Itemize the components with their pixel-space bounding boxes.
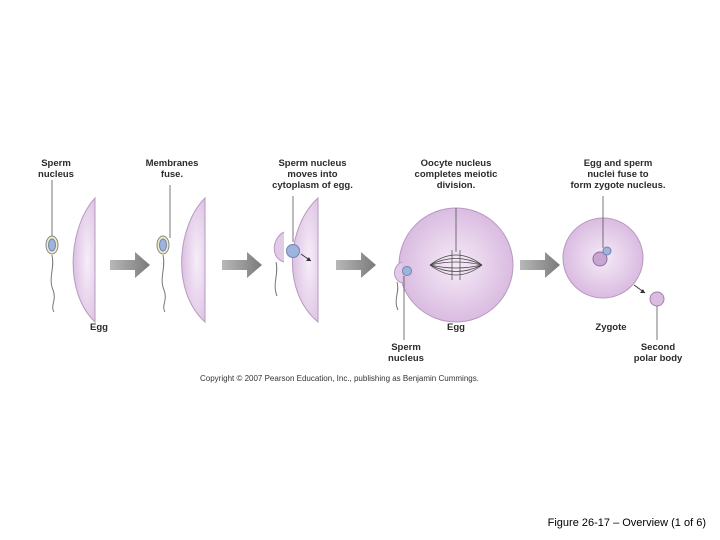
sperm-tail-4 — [395, 281, 399, 311]
arrow-4 — [520, 252, 560, 278]
zygote-nucleus-1 — [592, 251, 608, 267]
step2-panel — [156, 185, 206, 324]
step3-panel — [273, 196, 319, 324]
arrow-3 — [336, 252, 376, 278]
sperm-bulge-4 — [394, 261, 403, 284]
movement-arrowhead-3 — [306, 257, 311, 261]
step4-panel — [394, 207, 514, 340]
label-sperm-nucleus-1: Sperm nucleus — [38, 158, 74, 180]
sperm-nucleus-2 — [159, 238, 167, 252]
transition-arrows — [110, 252, 560, 278]
label-second-polar-body: Second polar body — [633, 342, 683, 364]
copyright-notice: Copyright © 2007 Pearson Education, Inc.… — [200, 374, 479, 383]
label-egg-4: Egg — [447, 322, 465, 333]
step1-panel — [45, 180, 96, 324]
polar-body-arrowhead — [640, 289, 645, 293]
second-polar-body — [649, 291, 665, 307]
arrow-2 — [222, 252, 262, 278]
label-egg-1: Egg — [90, 322, 108, 333]
step5-panel — [562, 196, 665, 340]
label-oocyte-completes: Oocyte nucleus completes meiotic divisio… — [414, 158, 498, 191]
label-membranes-fuse: Membranes fuse. — [145, 158, 199, 180]
label-zygote: Zygote — [595, 322, 627, 333]
egg-1-shape — [72, 196, 96, 324]
arrow-1 — [110, 252, 150, 278]
label-zygote-nucleus: Egg and sperm nuclei fuse to form zygote… — [570, 158, 666, 191]
meiotic-spindle — [429, 250, 483, 280]
zygote-nucleus-2 — [602, 246, 612, 256]
sperm-tail-1 — [50, 254, 55, 313]
sperm-tail-3 — [274, 261, 278, 297]
sperm-nucleus-4 — [402, 266, 412, 276]
egg-2-shape — [181, 196, 206, 324]
figure-caption: Figure 26-17 – Overview (1 of 6) — [547, 517, 706, 529]
egg-3-shape — [291, 196, 319, 324]
sperm-nucleus-3 — [286, 244, 300, 258]
label-sperm-nucleus-4: Sperm nucleus — [388, 342, 424, 364]
label-sperm-moves: Sperm nucleus moves into cytoplasm of eg… — [272, 158, 353, 191]
sperm-bulge-3 — [273, 231, 285, 263]
sperm-nucleus-1 — [48, 238, 56, 252]
sperm-tail-2 — [161, 254, 166, 313]
